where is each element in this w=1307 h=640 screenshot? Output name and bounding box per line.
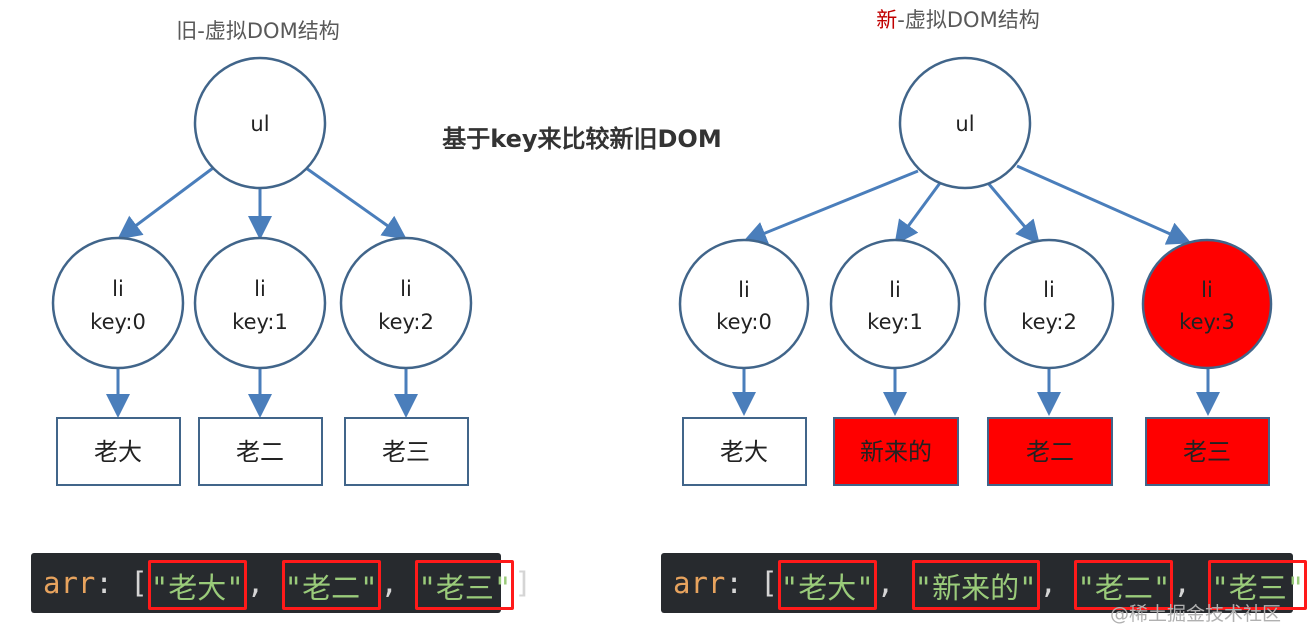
new-node-tag: li xyxy=(738,278,750,302)
new-node-key: key:3 xyxy=(1179,310,1235,334)
new-edge-root-2 xyxy=(986,182,1040,245)
new-tree-leaf-3: 老三 xyxy=(1145,417,1270,486)
new-arr-code-panel: arr: ["老大", "新来的", "老二", "老三"] xyxy=(661,553,1307,613)
old-leaf-box xyxy=(344,417,469,486)
new-leaf-box-highlighted xyxy=(1145,417,1270,486)
old-edge-root-0 xyxy=(117,166,214,240)
old-edge-root-2 xyxy=(305,166,407,240)
new-leaf-box-highlighted xyxy=(987,417,1113,486)
new-leaf-text: 老二 xyxy=(1026,438,1074,466)
new-arr-highlight-1: "新来的" xyxy=(911,560,1040,610)
old-node-tag: li xyxy=(400,277,412,301)
new-arr-comma: , xyxy=(1039,566,1075,600)
new-arr-item-3: "老三" xyxy=(1211,571,1305,605)
new-root-label: ul xyxy=(955,112,974,136)
new-tree-edges xyxy=(732,164,1220,416)
new-leaf-text: 老大 xyxy=(720,438,768,466)
old-arr-comma: , xyxy=(380,566,416,600)
new-tree-node-3: li key:3 xyxy=(1141,238,1273,370)
old-arr-comma: , xyxy=(246,566,282,600)
old-node-key: key:2 xyxy=(378,310,434,334)
old-leaf-text: 老大 xyxy=(94,438,142,466)
new-tree-node-1: li key:1 xyxy=(829,238,961,370)
new-tree-leaf-2: 老二 xyxy=(987,417,1113,486)
old-tree-edges xyxy=(106,166,418,418)
new-arr-comma: , xyxy=(1173,566,1209,600)
new-leaf-text: 老三 xyxy=(1183,438,1231,466)
old-node-circle xyxy=(339,236,473,370)
new-node-tag: li xyxy=(1201,278,1213,302)
new-edge-root-3 xyxy=(1016,164,1192,245)
new-arr-key: arr xyxy=(673,566,726,600)
old-arr-colon: : [ xyxy=(95,566,148,600)
new-tree-leaf-1: 新来的 xyxy=(833,417,959,486)
old-arr-highlight-1: "老二" xyxy=(281,560,381,610)
new-node-key: key:0 xyxy=(716,310,772,334)
new-arr-item-1: "新来的" xyxy=(914,571,1037,605)
old-root-label: ul xyxy=(250,112,269,136)
old-arr-highlight-2: "老三" xyxy=(415,560,515,610)
old-arr-code-line: arr: ["老大", "老二", "老三"] xyxy=(31,553,532,613)
old-leaf-box xyxy=(198,417,323,486)
new-root-circle xyxy=(898,56,1032,190)
old-root-circle xyxy=(193,56,327,190)
new-tree-node-2: li key:2 xyxy=(983,238,1115,370)
old-node-tag: li xyxy=(254,277,266,301)
new-node-key: key:1 xyxy=(867,310,923,334)
watermark: @稀土掘金技术社区 xyxy=(1109,603,1281,625)
old-node-key: key:0 xyxy=(90,310,146,334)
new-arr-colon: : [ xyxy=(725,566,778,600)
new-edge-root-1 xyxy=(894,182,942,245)
new-arr-comma: , xyxy=(876,566,912,600)
new-node-circle xyxy=(678,238,810,370)
new-arr-item-0: "老大" xyxy=(780,571,874,605)
new-node-circle xyxy=(829,238,961,370)
old-arr-code-panel: arr: ["老大", "老二", "老三"] xyxy=(31,553,532,613)
new-arr-code-line: arr: ["老大", "新来的", "老二", "老三"] xyxy=(661,553,1307,613)
new-tree-leaf-0: 老大 xyxy=(682,417,807,486)
new-node-tag: li xyxy=(889,278,901,302)
new-node-circle xyxy=(983,238,1115,370)
new-node-tag: li xyxy=(1043,278,1055,302)
old-arr-key: arr xyxy=(43,566,96,600)
old-leaf-text: 老三 xyxy=(382,438,430,466)
old-tree-leaf-2: 老三 xyxy=(344,417,469,486)
new-node-key: key:2 xyxy=(1021,310,1077,334)
old-tree-root: ul xyxy=(193,56,327,190)
old-tree-node-1: li key:1 xyxy=(193,236,327,370)
new-arr-highlight-3: "老三" xyxy=(1208,560,1307,610)
new-arr-highlight-2: "老二" xyxy=(1074,560,1174,610)
new-arr-item-2: "老二" xyxy=(1077,571,1171,605)
old-node-circle xyxy=(51,236,185,370)
new-edge-root-0 xyxy=(742,169,919,245)
new-tree-title-rest: -虚拟DOM结构 xyxy=(897,8,1039,32)
old-node-key: key:1 xyxy=(232,310,288,334)
old-leaf-text: 老二 xyxy=(236,438,284,466)
new-tree-title-accent: 新 xyxy=(876,8,897,32)
new-tree-title: 新-虚拟DOM结构 xyxy=(876,8,1039,32)
new-tree-node-0: li key:0 xyxy=(678,238,810,370)
old-arr-item-0: "老大" xyxy=(150,571,244,605)
new-leaf-box xyxy=(682,417,807,486)
old-arr-item-2: "老三" xyxy=(418,571,512,605)
old-tree-leaf-0: 老大 xyxy=(56,417,181,486)
old-node-tag: li xyxy=(112,277,124,301)
old-arr-highlight-0: "老大" xyxy=(147,560,247,610)
new-node-circle-highlighted xyxy=(1141,238,1273,370)
new-leaf-box-highlighted xyxy=(833,417,959,486)
new-leaf-text: 新来的 xyxy=(860,438,932,466)
comparison-caption: 基于key来比较新旧DOM xyxy=(442,125,721,153)
old-leaf-box xyxy=(56,417,181,486)
old-arr-bracket-close: ] xyxy=(514,566,532,600)
new-arr-highlight-0: "老大" xyxy=(777,560,877,610)
new-tree-root: ul xyxy=(898,56,1032,190)
old-tree-leaf-1: 老二 xyxy=(198,417,323,486)
old-arr-item-1: "老二" xyxy=(284,571,378,605)
old-tree-title: 旧-虚拟DOM结构 xyxy=(176,19,339,43)
old-tree-node-0: li key:0 xyxy=(51,236,185,370)
old-node-circle xyxy=(193,236,327,370)
old-tree-node-2: li key:2 xyxy=(339,236,473,370)
